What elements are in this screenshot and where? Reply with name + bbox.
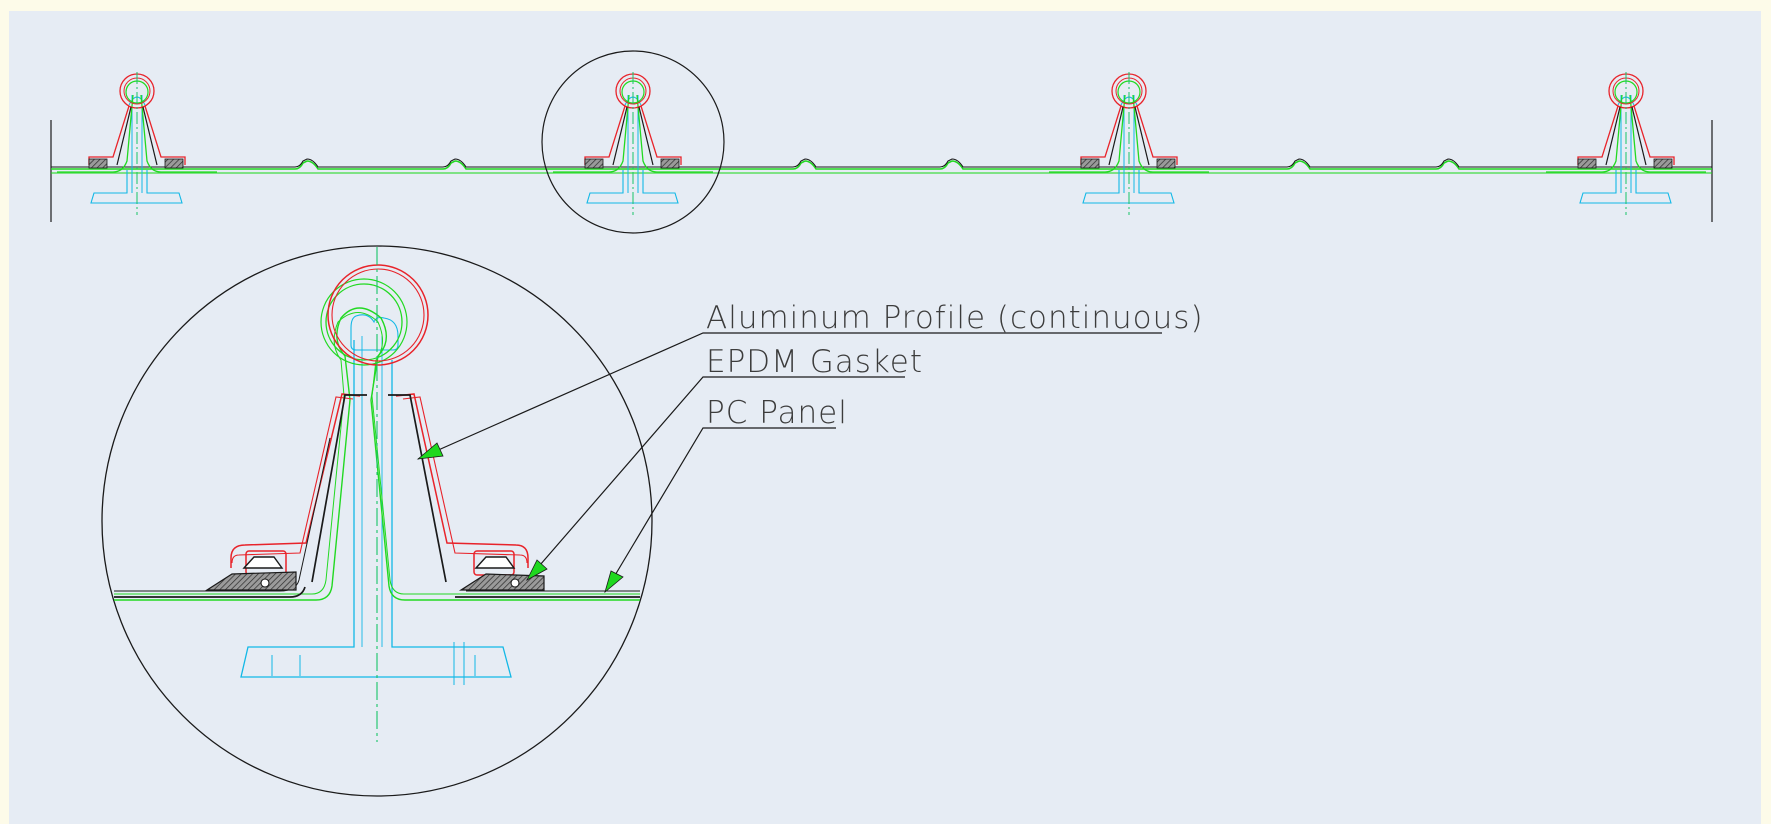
- arrowheads: [416, 442, 624, 594]
- pc-panel-label: PC Panel: [706, 395, 848, 431]
- epdm-gasket-label: EPDM Gasket: [706, 344, 923, 380]
- base-connector: [240, 314, 512, 685]
- leader-lines: [417, 332, 1162, 593]
- pc-panel-overview: [51, 160, 1712, 170]
- epdm-gasket-detail: [204, 556, 545, 591]
- detail-reference-circle: [541, 50, 725, 234]
- aluminum-profile-detail: [230, 264, 529, 576]
- overview-elevation: [50, 50, 1713, 234]
- enlarged-detail: [101, 245, 653, 797]
- pc-panel-detail: [114, 278, 640, 601]
- aluminum-profile-label: Aluminum Profile (continuous): [706, 300, 1204, 336]
